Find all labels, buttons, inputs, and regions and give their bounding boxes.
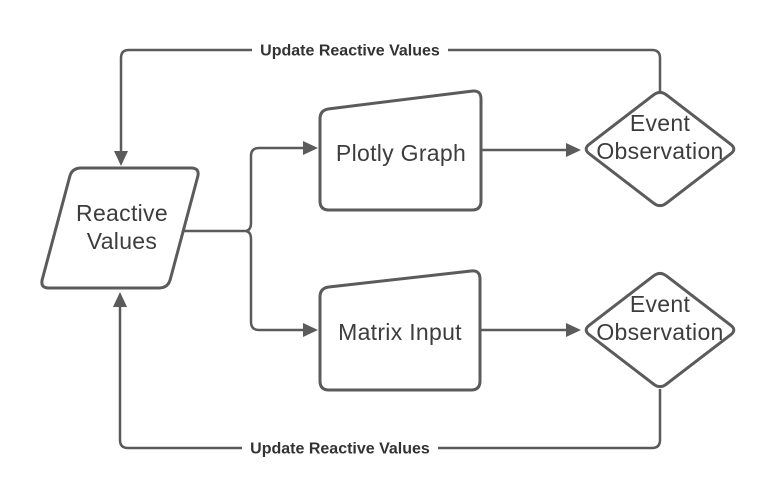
edge-label-bottom-bg [242,439,438,457]
matrix-input-label: Matrix Input [338,319,462,345]
edge-split-down-line [245,229,303,332]
edge-plotly-to-event [481,143,581,157]
node-reactive-values: Reactive Values [40,166,200,290]
arrowhead-right-icon [303,323,318,337]
event-observation-top-label-line1: Event [630,110,691,136]
plotly-graph-label: Plotly Graph [336,140,466,166]
edge-label-bottom-text: Update Reactive Values [250,441,430,458]
arrowhead-right-icon [303,141,318,155]
event-observation-bottom-label-line1: Event [630,291,691,317]
reactive-values-shape [40,166,200,290]
arrowhead-right-icon [566,143,581,157]
event-observation-top-label-line2: Observation [596,138,723,164]
event-observation-bottom-label-line2: Observation [596,319,723,345]
arrowhead-up-icon [113,292,127,307]
edge-label-bottom-feedback: Update Reactive Values [242,439,438,458]
edge-reactive-split [184,141,318,337]
edge-label-top-text: Update Reactive Values [260,43,440,60]
node-event-observation-top: Event Observation [584,90,736,208]
node-plotly-graph: Plotly Graph [318,89,483,212]
node-matrix-input: Matrix Input [318,269,482,392]
event-observation-top-shape [584,90,736,208]
edge-split-up-line [245,146,303,233]
edge-label-top-bg [252,41,448,59]
plotly-graph-shape [318,89,483,212]
edge-label-top-feedback: Update Reactive Values [252,41,448,60]
arrowhead-down-icon [114,151,128,166]
reactive-values-label-line1: Reactive [76,200,168,226]
event-observation-bottom-shape [584,271,736,389]
edge-matrix-to-event [480,323,581,337]
node-event-observation-bottom: Event Observation [584,271,736,389]
arrowhead-right-icon [566,323,581,337]
reactive-values-label-line2: Values [87,228,157,254]
matrix-input-shape [318,269,482,392]
